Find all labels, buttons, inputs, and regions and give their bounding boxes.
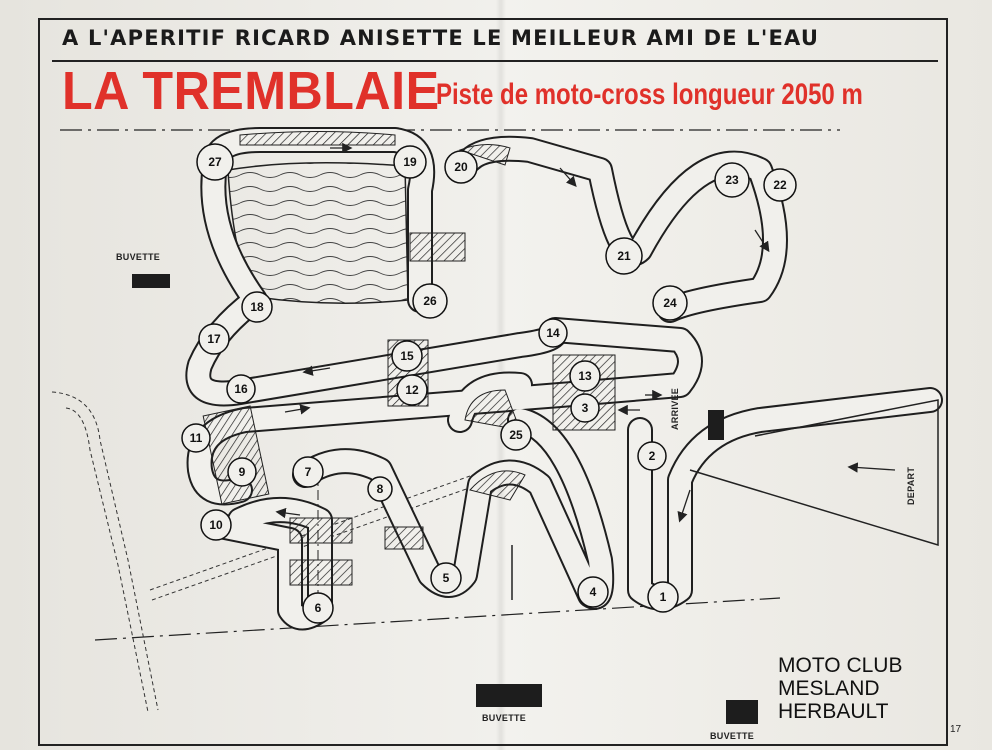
club-line-3: HERBAULT xyxy=(778,700,889,723)
buvette-label: BUVETTE xyxy=(710,731,755,741)
corner-9: 9 xyxy=(227,457,257,487)
corner-10-label: 10 xyxy=(209,518,223,532)
corner-16-label: 16 xyxy=(234,382,248,396)
jump-zone xyxy=(289,517,353,544)
corner-20: 20 xyxy=(444,150,478,184)
corner-7: 7 xyxy=(292,456,324,488)
corner-19: 19 xyxy=(393,145,427,179)
corner-8: 8 xyxy=(367,476,393,502)
corner-22-label: 22 xyxy=(773,178,787,192)
corner-6-label: 6 xyxy=(315,601,322,615)
corner-21-label: 21 xyxy=(617,249,631,263)
corner-10: 10 xyxy=(200,509,232,541)
corner-3-label: 3 xyxy=(582,401,589,415)
corner-5-label: 5 xyxy=(443,571,450,585)
corner-17-label: 17 xyxy=(207,332,221,346)
depart-arrow xyxy=(847,462,896,473)
corner-15: 15 xyxy=(391,340,423,372)
corner-9-label: 9 xyxy=(239,465,246,479)
corner-27: 27 xyxy=(196,143,234,181)
buvette-stand xyxy=(726,700,758,724)
map-frame xyxy=(38,18,948,746)
buvette-stand xyxy=(132,274,170,288)
access-path-2 xyxy=(65,407,149,713)
corner-18: 18 xyxy=(241,291,273,323)
corner-26-label: 26 xyxy=(423,294,437,308)
corner-7-label: 7 xyxy=(305,465,312,479)
berm xyxy=(469,470,526,501)
corner-20-label: 20 xyxy=(454,160,468,174)
corner-19-label: 19 xyxy=(403,155,417,169)
start-straight xyxy=(689,399,939,547)
jump-zone xyxy=(289,559,353,586)
berm xyxy=(464,389,521,431)
club-name: MOTO CLUB MESLAND HERBAULT xyxy=(778,654,902,723)
corner-2: 2 xyxy=(637,441,667,471)
slogan-rule xyxy=(52,60,938,62)
corner-4-label: 4 xyxy=(590,585,597,599)
berm xyxy=(239,131,396,146)
corner-14: 14 xyxy=(538,318,568,348)
jump-zone xyxy=(384,526,424,550)
corner-4: 4 xyxy=(577,576,609,608)
corner-13-label: 13 xyxy=(578,369,592,383)
ricard-slogan: A L'APERITIF RICARD ANISETTE LE MEILLEUR… xyxy=(62,26,820,50)
corner-12-label: 12 xyxy=(405,383,419,397)
arrivee-label: ARRIVEE xyxy=(670,387,680,430)
corner-25: 25 xyxy=(500,419,532,451)
arrivee-marker xyxy=(708,410,724,440)
corner-11-label: 11 xyxy=(190,431,203,445)
corner-11: 11 xyxy=(181,423,211,453)
corner-markers: 1 2 3 4 5 6 7 8 9 10 11 12 13 14 15 16 1… xyxy=(181,143,797,624)
corner-23: 23 xyxy=(714,162,750,198)
corner-3: 3 xyxy=(570,393,600,423)
corner-12: 12 xyxy=(396,374,428,406)
club-line-2: MESLAND xyxy=(778,677,880,700)
corner-26: 26 xyxy=(412,283,448,319)
buvette-label: BUVETTE xyxy=(116,252,161,262)
corner-27-label: 27 xyxy=(208,155,222,169)
berm xyxy=(458,144,511,166)
corner-1: 1 xyxy=(647,581,679,613)
buvette-label: BUVETTE xyxy=(482,713,527,723)
corner-21: 21 xyxy=(605,237,643,275)
track-subtitle: Piste de moto-cross longueur 2050 m xyxy=(436,78,863,111)
page-title: LA TREMBLAIE xyxy=(62,61,440,121)
depart-label: DEPART xyxy=(906,466,916,505)
corner-1-label: 1 xyxy=(660,590,667,604)
corner-15-label: 15 xyxy=(400,349,414,363)
corner-14-label: 14 xyxy=(546,326,560,340)
corner-5: 5 xyxy=(430,562,462,594)
club-line-1: MOTO CLUB xyxy=(778,654,903,677)
jump-zone xyxy=(409,232,466,262)
corner-13: 13 xyxy=(569,360,601,392)
corner-25-label: 25 xyxy=(509,428,523,442)
corner-18-label: 18 xyxy=(250,300,264,314)
access-path xyxy=(51,391,159,711)
corner-24-label: 24 xyxy=(663,296,677,310)
corner-6: 6 xyxy=(302,592,334,624)
corner-22: 22 xyxy=(763,168,797,202)
corner-2-label: 2 xyxy=(649,449,656,463)
corner-8-label: 8 xyxy=(377,482,384,496)
buvette-stand xyxy=(476,684,542,707)
corner-16: 16 xyxy=(226,374,256,404)
page-number: 17 xyxy=(950,724,962,735)
corner-24: 24 xyxy=(652,285,688,321)
direction-arrows xyxy=(275,142,770,523)
corner-17: 17 xyxy=(198,323,230,355)
corner-23-label: 23 xyxy=(725,173,739,187)
